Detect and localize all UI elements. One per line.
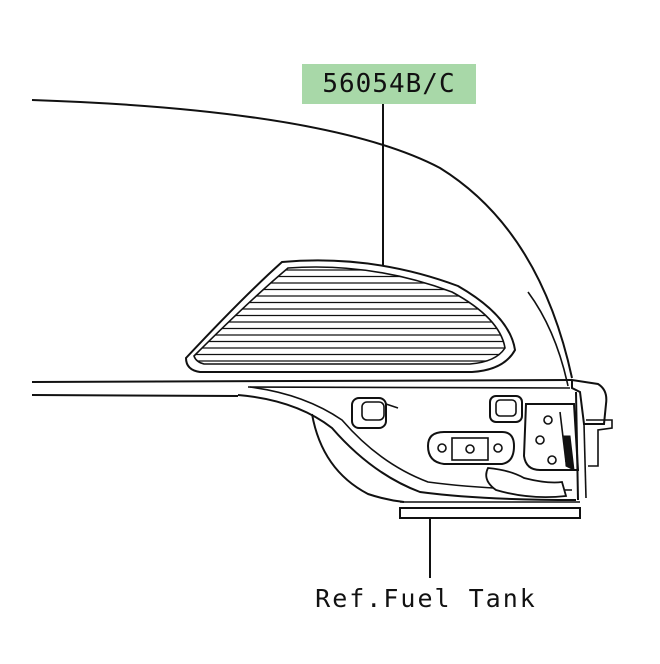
decal-outer — [184, 259, 517, 373]
fuel-pump-plate — [426, 431, 516, 465]
tank-lower-bulge — [311, 413, 405, 503]
front-flange — [563, 378, 613, 501]
part-label-highlight — [302, 64, 476, 104]
mount-bracket — [399, 507, 581, 519]
tank-seam-mid — [247, 386, 571, 389]
rear-mount-boss — [351, 397, 399, 429]
tank-seam-upper — [31, 379, 573, 383]
connector-block — [485, 467, 568, 499]
part-number-label: 56054B/C — [322, 69, 456, 99]
tank-front-curve — [527, 291, 569, 387]
mount-rail-outer — [237, 394, 577, 501]
front-mount-boss — [489, 395, 523, 423]
reference-label: Ref.Fuel Tank — [315, 584, 537, 613]
front-bracket — [522, 403, 580, 471]
tank-top-outline — [31, 99, 573, 379]
tank-seam-lower — [31, 394, 239, 397]
